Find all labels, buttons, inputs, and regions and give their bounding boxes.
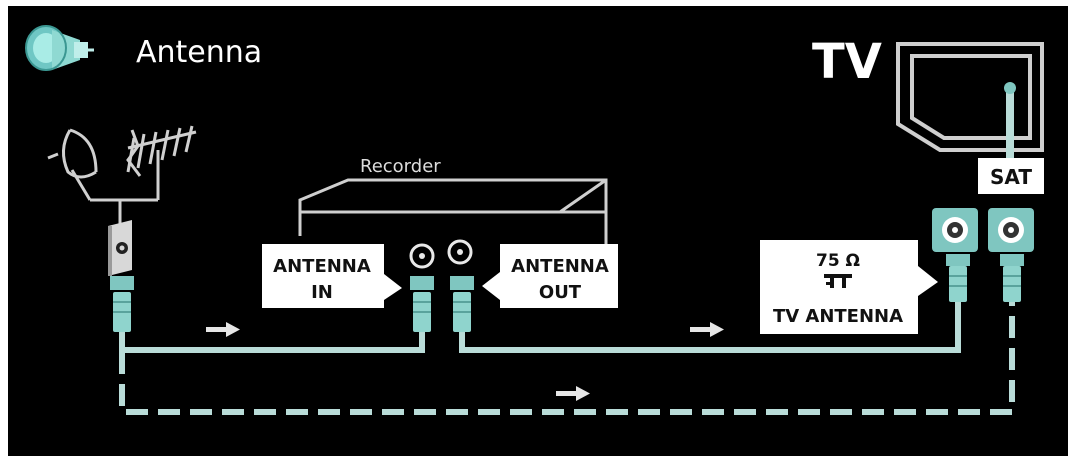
recorder-antenna-in-jack (409, 243, 435, 269)
tv-antenna-callout: 75 Ω TV ANTENNA (760, 240, 938, 334)
recorder-antenna-out-jack (447, 239, 473, 265)
antenna-out-label-line1: ANTENNA (511, 256, 609, 277)
satellite-dish-icon (47, 128, 118, 202)
tv-antenna-label-line1: 75 Ω (816, 251, 860, 271)
tv-antenna-socket (932, 208, 978, 252)
antenna-in-label-line2: IN (311, 282, 333, 303)
antenna-symbol-icon (824, 274, 852, 288)
direction-arrow (206, 322, 240, 337)
recorder-in-connector (410, 276, 434, 332)
aerial-antenna-icon (118, 125, 197, 226)
tv-label: TV (812, 34, 882, 90)
sat-cable-plug (1004, 82, 1016, 94)
tv-antenna-label-line2: TV ANTENNA (773, 306, 903, 327)
tv-sat-connector (1000, 254, 1024, 302)
sat-dashed-cable (119, 300, 1015, 415)
source-cable-connector (110, 276, 134, 332)
recorder-label: Recorder (360, 156, 441, 177)
antenna-in-callout: ANTENNA IN (262, 244, 402, 308)
recorder-box (298, 178, 608, 244)
wall-socket-icon (108, 220, 132, 276)
sat-label: SAT (990, 165, 1032, 189)
header-title: Antenna (136, 35, 262, 70)
tv-icon (896, 42, 1044, 152)
diagram-panel (8, 6, 1068, 456)
direction-arrow (556, 386, 590, 401)
direction-arrow (690, 322, 724, 337)
tv-antenna-connector (946, 254, 970, 302)
antenna-out-label-line2: OUT (539, 282, 582, 303)
antenna-out-callout: ANTENNA OUT (482, 244, 618, 308)
antenna-in-label-line1: ANTENNA (273, 256, 371, 277)
tv-sat-socket (988, 208, 1034, 252)
antenna-plug-icon (20, 20, 94, 82)
sat-callout: SAT (978, 158, 1044, 194)
recorder-out-connector (450, 276, 474, 332)
